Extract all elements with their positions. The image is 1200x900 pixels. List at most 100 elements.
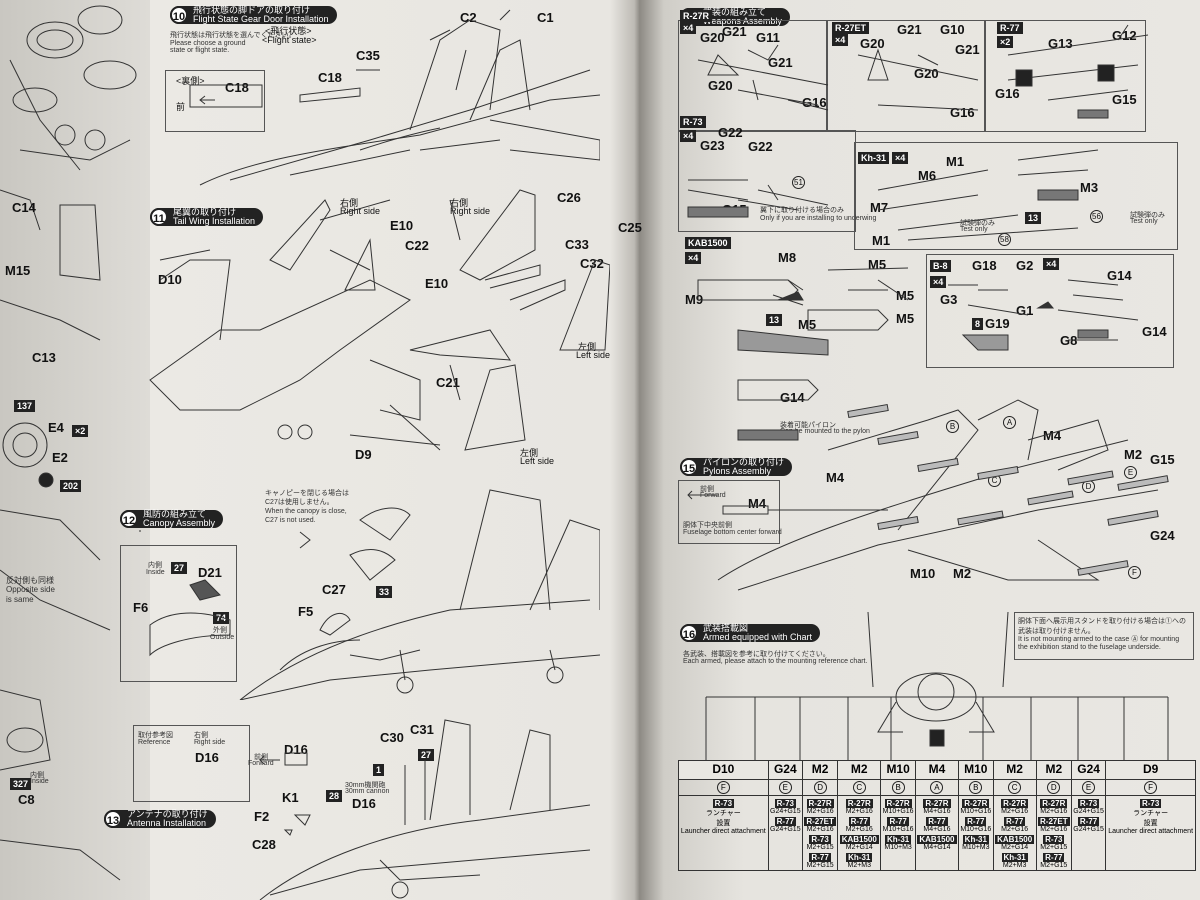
part-label-c22: C22: [405, 238, 429, 253]
part-label-e4: E4: [48, 420, 64, 435]
right-side-jp-2: 右側: [450, 198, 469, 208]
chart-header-m10: M10: [880, 760, 916, 780]
part-label-c13: C13: [32, 350, 56, 365]
part-label-c8: C8: [18, 792, 35, 807]
test-only-en: Test only: [960, 226, 988, 233]
weapon-combo: M2+G15: [1040, 844, 1068, 851]
part-label-g21: G21: [722, 24, 747, 39]
kh31-qty: ×4: [892, 152, 909, 164]
part-label-m15: M15: [5, 263, 31, 278]
weapon-badge: R-27R: [806, 799, 834, 808]
weapon-combo: M4+G16: [923, 826, 951, 833]
r77-qty: ×2: [997, 36, 1014, 48]
weapon-badge: R-77: [1043, 853, 1065, 862]
step-number: 10: [170, 6, 188, 24]
part-label-g14-pylon: G14: [780, 390, 805, 405]
weapon-combo: M2+G16: [1040, 826, 1068, 833]
step-title-en: Weapons Assembly: [703, 16, 782, 26]
chart-position-d: D: [1035, 779, 1072, 796]
kab1500-qty: ×4: [685, 252, 702, 264]
step-title-jp: アンテナの取り付け: [127, 809, 208, 819]
aircraft-top-view-drawing: [189, 9, 600, 186]
step16-note1-jp: 各武装、搭載図を参考に取り付けてください。: [683, 651, 830, 658]
step10-note-jp: 飛行状態は飛行状態を選んでください。: [170, 32, 296, 39]
part-label-g20: G20: [700, 30, 725, 45]
canopy-note-jp2: C27は使用しません。: [265, 499, 334, 506]
part-label-g23: G23: [700, 138, 725, 153]
part-label-g15: G15: [1112, 92, 1137, 107]
step-title-jp: パイロンの取り付け: [703, 457, 785, 467]
part-label-g22-2: G22: [748, 139, 773, 154]
weapon-combo: M2+G16: [806, 826, 834, 833]
part-label-c1: C1: [537, 10, 554, 25]
step16-note2-en: It is not mounting armed to the case Ⓐ f…: [1018, 636, 1180, 651]
part-label-g19: G19: [985, 316, 1010, 331]
left-side-jp: 左側: [578, 342, 597, 352]
forward-label: 前: [176, 102, 186, 112]
chart-header-d9: D9: [1105, 760, 1196, 780]
flight-state-jp: <飛行状態>: [265, 26, 312, 36]
weapon-badge: Kh-31: [846, 853, 873, 862]
step-number: 13: [104, 810, 122, 828]
b8-qty-2: ×4: [1043, 258, 1060, 270]
part-label-m4-2: M4: [748, 496, 767, 511]
weapon-badge: Kh-31: [962, 835, 989, 844]
part-label-d16-ref: D16: [195, 750, 219, 765]
part-label-g18: G18: [972, 258, 997, 273]
weapon-combo: M2+G16: [1001, 808, 1029, 815]
part-label-m5-4: M5: [896, 311, 915, 326]
forward-jp: 前側: [254, 754, 268, 761]
weapon-badge: KAB1500: [917, 835, 957, 844]
weapon-combo: M2+G15: [1040, 862, 1068, 869]
weapon-badge: R-77: [1077, 817, 1100, 826]
weapon-combo: M2+M3: [1002, 862, 1027, 869]
position-a: A: [1003, 416, 1016, 429]
part-label-d16-2: D16: [352, 796, 376, 811]
weapon-combo: G24+G15: [770, 826, 801, 833]
right-side-jp: 右側: [340, 198, 359, 208]
test-only-jp: 試験弾のみ: [960, 220, 995, 227]
weapon-combo: Launcher direct attachment: [680, 828, 766, 835]
part-label-g1: G1: [1016, 303, 1034, 318]
chart-header-m2: M2: [837, 760, 882, 780]
part-label-f5: F5: [298, 604, 314, 619]
part-label-g3: G3: [940, 292, 958, 307]
part-label-g11: G11: [756, 30, 780, 45]
tail-wing-drawing: [149, 189, 610, 451]
weapon-badge: R-27R: [845, 799, 873, 808]
part-label-e10-2: E10: [425, 276, 449, 291]
chart-header-m2: M2: [992, 760, 1037, 780]
part-label-g15: G15: [1150, 452, 1175, 467]
step-title-en: Pylons Assembly: [703, 466, 772, 476]
paint-number-badge: 13: [766, 314, 783, 326]
weapon-combo: M2+G15: [806, 862, 834, 869]
part-label-m3: M3: [1080, 180, 1099, 195]
weapon-badge: R-73: [809, 835, 831, 844]
chart-position-c: C: [837, 779, 882, 796]
step-title-en: Flight State Gear Door Installation: [193, 14, 329, 24]
step-number: 11: [150, 208, 168, 226]
part-label-g14-2: G14: [1142, 324, 1167, 339]
center-note-jp: 胴体下中央前側: [683, 522, 732, 529]
page-gutter: [610, 0, 664, 900]
forward-jp: 前側: [700, 486, 714, 493]
flight-state-en: <Flight state>: [262, 35, 317, 45]
weapon-combo: M2+G16: [845, 826, 873, 833]
step-number: 12: [120, 510, 138, 528]
paint-number-badge: 327: [10, 778, 32, 790]
r27r-tag: R-27R: [680, 10, 713, 22]
weapon-combo: M2+G16: [806, 808, 834, 815]
weapon-badge: R-77: [774, 817, 796, 826]
front-view-aircraft-drawing: [705, 612, 1169, 760]
weapon-combo: M10+G16: [960, 808, 992, 815]
weapon-badge: R-27R: [1001, 799, 1029, 808]
step-title-jp: 風防の組み立て: [143, 509, 207, 519]
left-side-jp-2: 左側: [520, 448, 539, 458]
